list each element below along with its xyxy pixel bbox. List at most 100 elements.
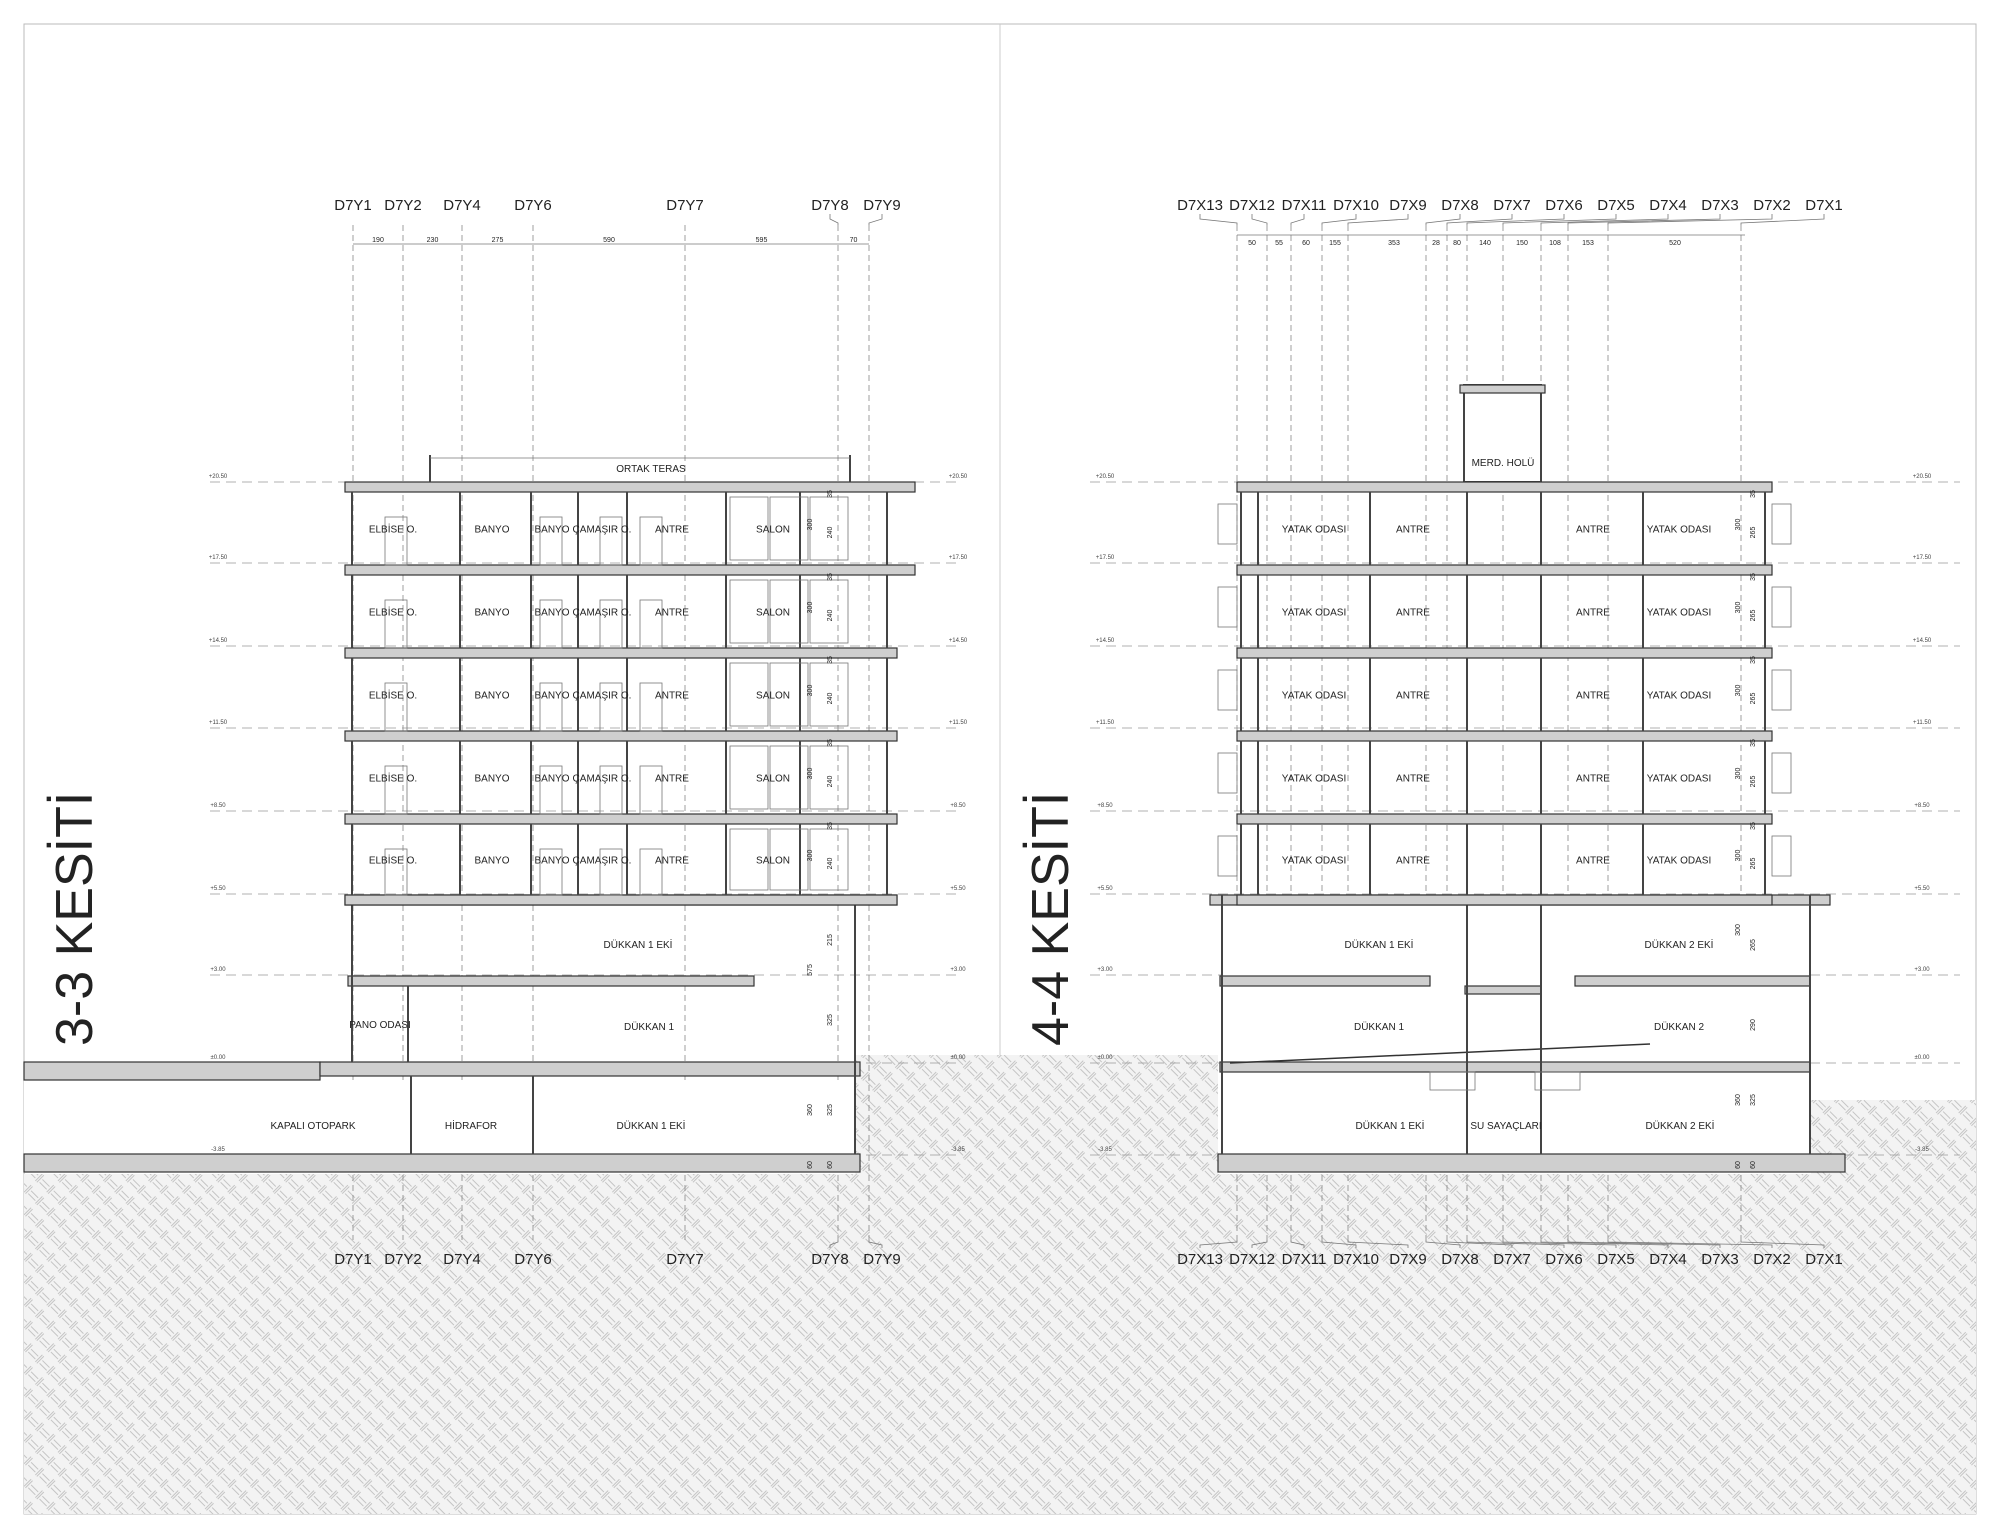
room-label: SALON xyxy=(756,525,790,536)
window xyxy=(769,496,809,561)
grid-label-top: D7X11 xyxy=(1282,197,1327,214)
room-label: YATAK ODASI xyxy=(1282,856,1346,867)
slab-thickness-dim: 35 xyxy=(827,490,834,498)
grid-leader xyxy=(1540,1240,1669,1248)
door xyxy=(639,682,663,732)
level-label: +20.50 xyxy=(1913,474,1932,480)
clear-height-dim: 265 xyxy=(1750,776,1757,788)
dimension-label: 108 xyxy=(1549,240,1561,247)
room-label: DÜKKAN 1 EKİ xyxy=(604,938,673,951)
door xyxy=(539,765,563,815)
level-label: +17.50 xyxy=(1913,555,1932,561)
grid-label-bottom: D7X6 xyxy=(1545,1251,1583,1268)
grid-label-bottom: D7Y1 xyxy=(334,1251,372,1268)
room-label: HİDRAFOR xyxy=(445,1119,497,1132)
mezzanine-slab xyxy=(1219,975,1431,987)
dimension-label: 60 xyxy=(1750,1161,1757,1169)
room-label: DÜKKAN 2 xyxy=(1654,1021,1704,1033)
dimension-label: 595 xyxy=(756,237,768,244)
grid-leader xyxy=(829,214,839,225)
grid-label-top: D7X4 xyxy=(1649,197,1687,214)
grid-leader xyxy=(1199,214,1238,225)
slab-thickness-dim: 35 xyxy=(1750,822,1757,830)
slab-thickness-dim: 35 xyxy=(827,739,834,747)
grid-label-top: D7X6 xyxy=(1545,197,1583,214)
floor-slab xyxy=(344,481,916,493)
level-label: +11.50 xyxy=(1096,720,1115,726)
room-label: YATAK ODASI xyxy=(1282,691,1346,702)
mezzanine-slab xyxy=(347,975,755,987)
room-label: ELBİSE O. xyxy=(369,523,417,536)
lower-floors-space xyxy=(1222,905,1810,1154)
room-label: DÜKKAN 2 EKİ xyxy=(1646,1119,1715,1132)
dimension-label: 275 xyxy=(492,237,504,244)
dimension-label: 300 xyxy=(1735,924,1742,936)
level-label: ±0.00 xyxy=(951,1055,967,1061)
slab-thickness-dim: 35 xyxy=(827,822,834,830)
door xyxy=(639,765,663,815)
level-label: +14.50 xyxy=(1913,638,1932,644)
room-label: DÜKKAN 2 EKİ xyxy=(1645,938,1714,951)
dimension-label: 140 xyxy=(1479,240,1491,247)
room-label: ÇAMAŞIR O. xyxy=(573,608,632,619)
floor-height-dim: 300 xyxy=(1735,768,1742,780)
window xyxy=(809,745,849,810)
room-label: KAPALI OTOPARK xyxy=(270,1121,355,1132)
room-label: SALON xyxy=(756,608,790,619)
level-label: ±0.00 xyxy=(1915,1055,1931,1061)
dimension-label: 360 xyxy=(1735,1094,1742,1106)
room-label: ÇAMAŞIR O. xyxy=(573,774,632,785)
grid-leader xyxy=(1251,214,1268,225)
room-label: ANTRE xyxy=(655,856,689,867)
room-label: BANYO xyxy=(474,774,509,785)
stair xyxy=(1429,1071,1476,1091)
section-title: 4-4 KESİTİ xyxy=(1022,792,1080,1046)
grid-label-top: D7X13 xyxy=(1177,197,1223,214)
grid-label-bottom: D7X11 xyxy=(1282,1251,1327,1268)
grid-leader xyxy=(1607,214,1773,225)
grid-leader xyxy=(1321,214,1357,225)
dimension-label: 265 xyxy=(1750,939,1757,951)
floor-height-dim: 300 xyxy=(807,768,814,780)
level-label: +20.50 xyxy=(209,474,228,480)
dimension-label: 55 xyxy=(1275,240,1283,247)
dimension-label: 155 xyxy=(1329,240,1341,247)
room-label: ELBİSE O. xyxy=(369,772,417,785)
room-label: DÜKKAN 1 EKİ xyxy=(617,1119,686,1132)
grid-leader xyxy=(1502,214,1617,225)
dimension-label: 60 xyxy=(1735,1161,1742,1169)
dimension-label: 575 xyxy=(807,964,814,976)
floor-slab xyxy=(344,730,898,742)
level-label: +20.50 xyxy=(1096,474,1115,480)
dimension-label: 360 xyxy=(807,1104,814,1116)
grid-label-top: D7Y4 xyxy=(443,197,481,214)
window xyxy=(769,828,809,891)
door xyxy=(384,848,408,896)
room-label: BANYO xyxy=(534,856,569,867)
room-label: ANTRE xyxy=(655,525,689,536)
room-label: ANTRE xyxy=(1396,608,1430,619)
grid-leader xyxy=(1567,214,1721,225)
clear-height-dim: 240 xyxy=(827,858,834,870)
room-label: ELBİSE O. xyxy=(369,854,417,867)
floor-height-dim: 300 xyxy=(1735,685,1742,697)
floor-slab xyxy=(1236,564,1773,576)
dimension-label: 150 xyxy=(1516,240,1528,247)
window xyxy=(729,828,769,891)
grid-leader xyxy=(1466,214,1565,225)
level-label: +14.50 xyxy=(209,638,228,644)
grid-leader xyxy=(868,214,883,225)
room-label: ÇAMAŞIR O. xyxy=(573,525,632,536)
ramp-line xyxy=(1229,1043,1651,1064)
grid-leader xyxy=(829,1240,839,1248)
grid-leader xyxy=(1740,1240,1825,1248)
door xyxy=(384,599,408,649)
slab-thickness-dim: 35 xyxy=(827,573,834,581)
window xyxy=(809,496,849,561)
room-label: SALON xyxy=(756,691,790,702)
door xyxy=(599,682,623,732)
door xyxy=(599,516,623,566)
room-label: DÜKKAN 1 xyxy=(624,1021,674,1033)
floor-slab xyxy=(1236,894,1773,906)
dimension-label: 70 xyxy=(850,237,858,244)
